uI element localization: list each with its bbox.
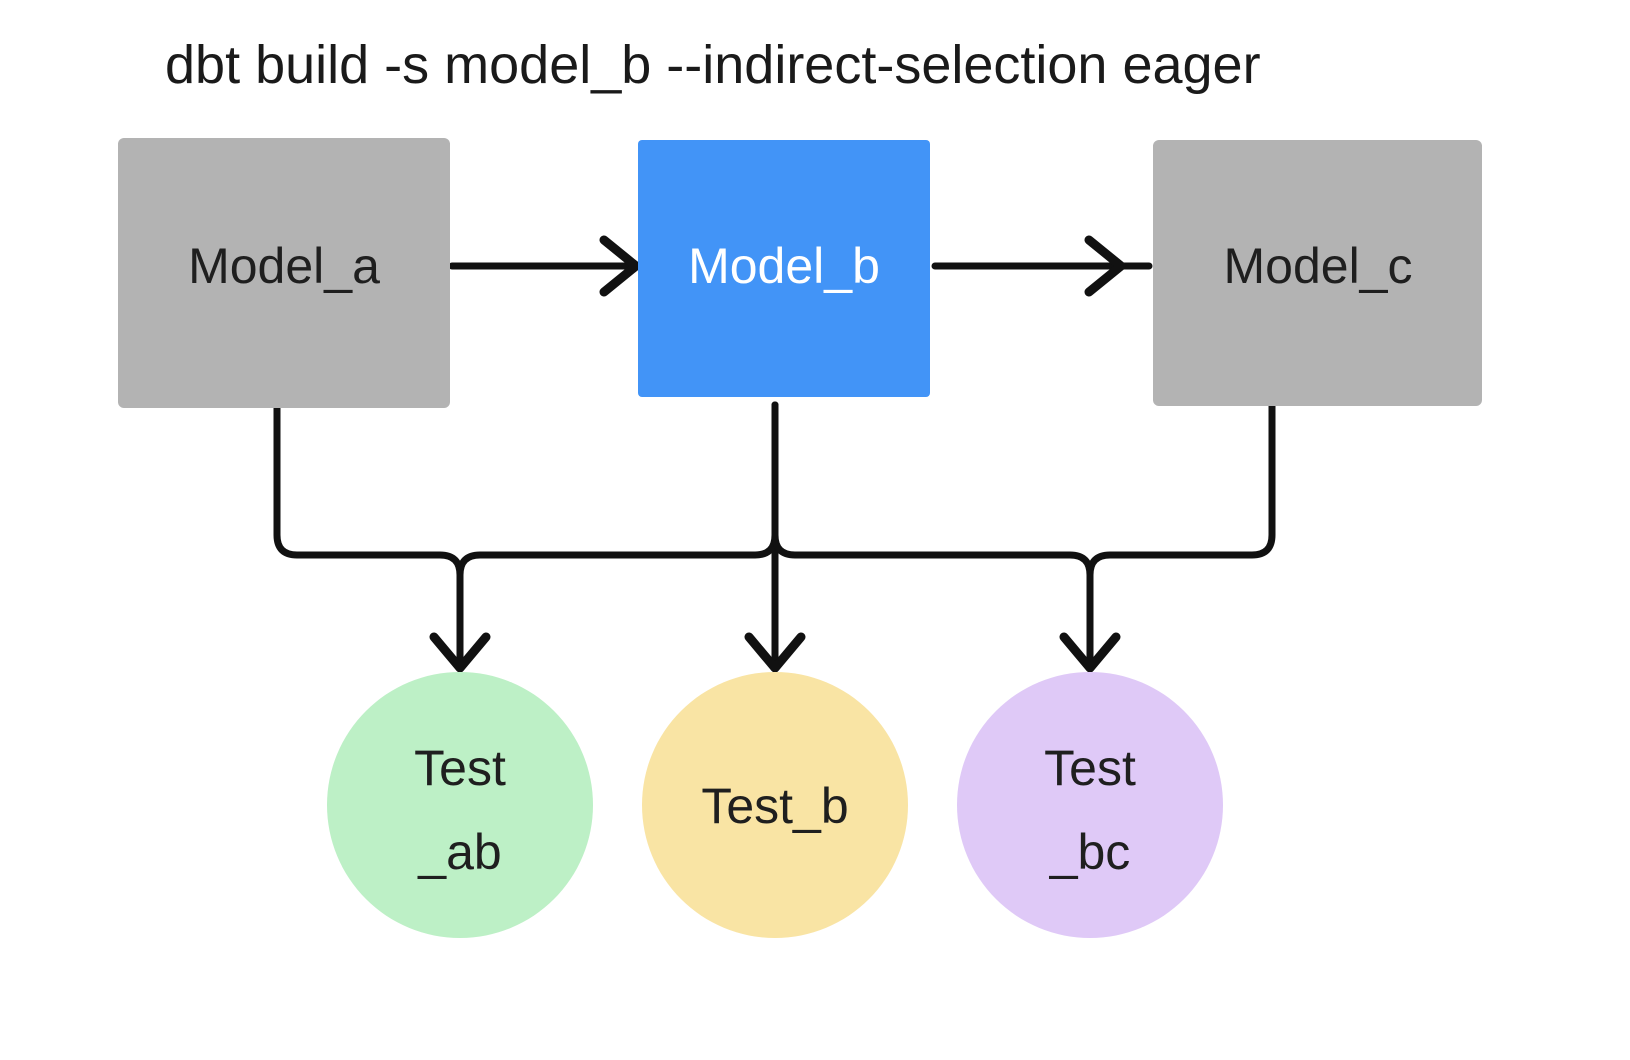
edge-model-a-to-model-b (448, 235, 641, 297)
model-a-box[interactable] (118, 138, 450, 408)
node-test-ab[interactable]: Test _ab (327, 672, 593, 938)
test-bc-label-line2: _bc (1049, 824, 1131, 880)
edge-model-b-to-test-ab (456, 401, 779, 664)
arrowhead-test-ab (429, 632, 491, 673)
node-test-bc[interactable]: Test _bc (957, 672, 1223, 938)
test-b-label-line1: Test_b (701, 778, 848, 834)
arrowhead-test-bc (1059, 632, 1121, 673)
model-a-label: Model_a (188, 238, 380, 294)
model-c-box[interactable] (1153, 140, 1482, 406)
node-test-b[interactable]: Test_b (642, 672, 908, 938)
test-ab-circle[interactable] (327, 672, 593, 938)
model-b-box[interactable] (638, 140, 930, 397)
test-bc-label-line1: Test (1044, 740, 1136, 796)
model-b-label: Model_b (688, 238, 880, 294)
edge-model-b-to-model-c (931, 235, 1153, 297)
arrowhead-test-b (744, 632, 806, 673)
node-model-a[interactable]: Model_a (118, 138, 450, 408)
node-model-c[interactable]: Model_c (1153, 140, 1482, 406)
test-ab-label-line2: _ab (417, 824, 501, 880)
node-model-b[interactable]: Model_b (638, 140, 930, 397)
edge-model-b-to-test-bc (771, 401, 1094, 664)
test-b-circle[interactable] (642, 672, 908, 938)
test-bc-circle[interactable] (957, 672, 1223, 938)
test-ab-label-line1: Test (414, 740, 506, 796)
page-title: dbt build -s model_b --indirect-selectio… (165, 35, 1261, 95)
model-c-label: Model_c (1224, 238, 1413, 294)
edge-model-a-to-test-ab (273, 401, 464, 664)
edge-model-c-to-test-bc (1086, 401, 1276, 664)
